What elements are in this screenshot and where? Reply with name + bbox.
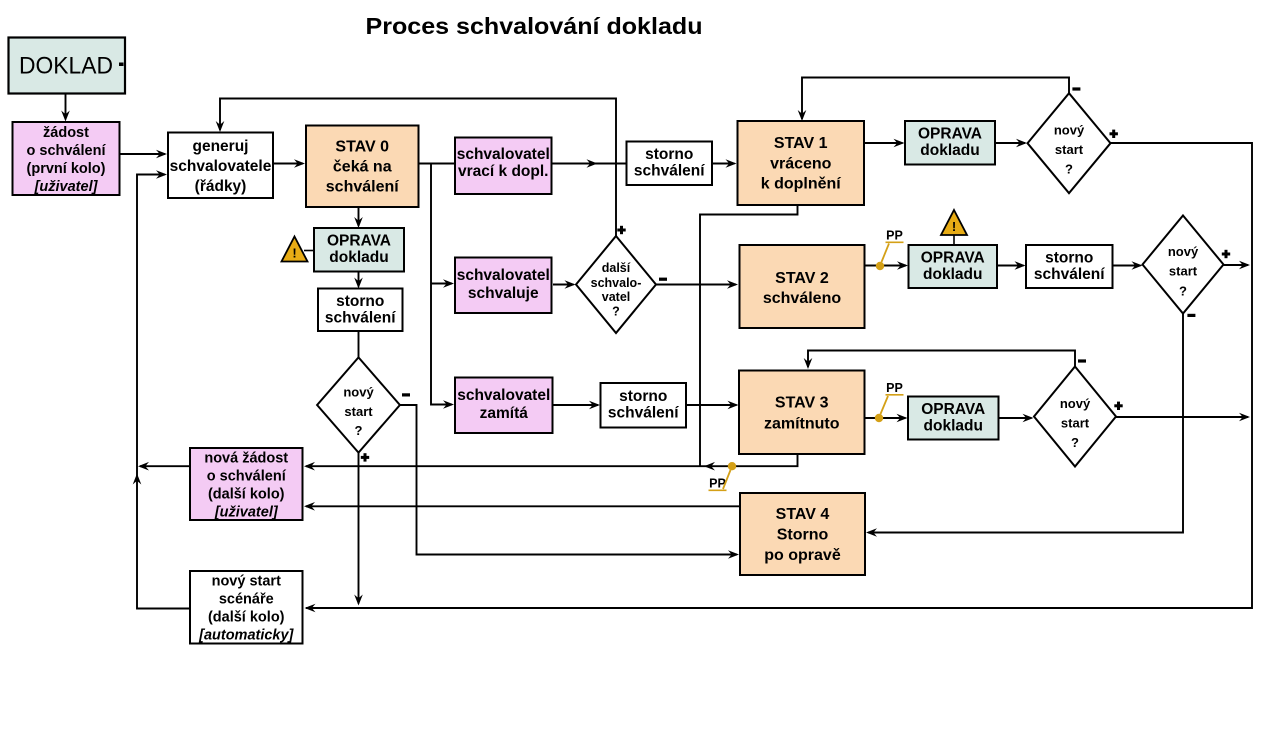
svg-text:vrací k dopl.: vrací k dopl. [458, 163, 548, 180]
svg-text:storno: storno [619, 388, 667, 405]
svg-text:vatel: vatel [602, 290, 631, 304]
svg-text:schvalovatel: schvalovatel [457, 267, 550, 284]
svg-text:schvalo-: schvalo- [591, 276, 642, 290]
svg-text:(první kolo): (první kolo) [27, 161, 106, 177]
svg-text:?: ? [1179, 284, 1187, 299]
svg-text:nový: nový [343, 385, 374, 400]
svg-text:start: start [344, 404, 373, 419]
svg-text:[automaticky]: [automaticky] [198, 628, 294, 644]
svg-text:(další kolo): (další kolo) [208, 487, 285, 503]
svg-text:nový: nový [1060, 396, 1091, 411]
svg-text:!: ! [292, 246, 296, 261]
svg-text:schváleno: schváleno [763, 290, 841, 307]
svg-text:schválení: schválení [1034, 266, 1105, 283]
svg-text:OPRAVA: OPRAVA [918, 126, 982, 143]
svg-text:?: ? [612, 305, 620, 319]
svg-text:PP: PP [886, 381, 903, 395]
svg-text:po opravě: po opravě [764, 547, 841, 564]
svg-text:storno: storno [1045, 250, 1093, 267]
svg-text:schválení: schválení [325, 310, 396, 327]
svg-text:o schválení: o schválení [207, 469, 287, 485]
svg-text:zamítnuto: zamítnuto [764, 416, 840, 433]
svg-text:k doplnění: k doplnění [761, 176, 842, 193]
svg-text:Storno: Storno [777, 527, 829, 544]
svg-text:nový: nový [1168, 244, 1199, 259]
svg-text:storno: storno [336, 293, 384, 310]
svg-text:OPRAVA: OPRAVA [921, 250, 985, 267]
svg-text:schvaluje: schvaluje [468, 285, 539, 302]
svg-text:PP: PP [886, 229, 903, 243]
svg-text:čeká na: čeká na [333, 159, 392, 176]
svg-text:STAV 3: STAV 3 [775, 395, 829, 412]
svg-text:Proces schvalování dokladu: Proces schvalování dokladu [366, 13, 703, 39]
svg-text:?: ? [1071, 435, 1079, 450]
svg-text:(další kolo): (další kolo) [208, 610, 285, 626]
svg-text:vráceno: vráceno [770, 156, 832, 173]
svg-text:schválení: schválení [608, 405, 679, 422]
svg-text:STAV 1: STAV 1 [774, 135, 828, 152]
svg-text:schvalovatel: schvalovatel [457, 146, 550, 163]
svg-text:zamítá: zamítá [480, 405, 529, 422]
svg-text:nový start: nový start [212, 574, 281, 590]
svg-text:nová žádost: nová žádost [204, 451, 288, 467]
svg-text:DOKLAD: DOKLAD [19, 53, 113, 80]
svg-text:o schválení: o schválení [27, 143, 107, 159]
svg-text:další: další [602, 261, 631, 275]
svg-text:start: start [1061, 416, 1090, 431]
svg-text:dokladu: dokladu [924, 418, 983, 435]
svg-text:PP: PP [709, 477, 726, 491]
svg-text:generuj: generuj [193, 138, 249, 155]
svg-text:start: start [1169, 264, 1198, 279]
svg-text:žádost: žádost [43, 125, 89, 141]
svg-text:nový: nový [1054, 123, 1085, 138]
svg-text:[uživatel]: [uživatel] [34, 179, 99, 195]
svg-text:dokladu: dokladu [329, 249, 388, 266]
svg-text:STAV 4: STAV 4 [776, 506, 830, 523]
svg-text:scénáře: scénáře [219, 592, 274, 608]
svg-text:?: ? [355, 423, 363, 438]
svg-text:OPRAVA: OPRAVA [327, 233, 391, 250]
svg-text:(řádky): (řádky) [195, 178, 247, 195]
svg-text:[uživatel]: [uživatel] [214, 505, 279, 521]
svg-text:dokladu: dokladu [920, 142, 979, 159]
svg-text:STAV 2: STAV 2 [775, 270, 829, 287]
svg-text:OPRAVA: OPRAVA [921, 401, 985, 418]
svg-text:schválení: schválení [634, 163, 705, 180]
svg-text:schválení: schválení [326, 179, 399, 196]
svg-text:schvalovatele: schvalovatele [170, 158, 272, 175]
svg-text:!: ! [952, 219, 956, 234]
svg-text:dokladu: dokladu [923, 266, 982, 283]
svg-text:?: ? [1065, 162, 1073, 177]
svg-text:STAV 0: STAV 0 [335, 139, 389, 156]
svg-text:storno: storno [645, 146, 693, 163]
svg-text:start: start [1055, 142, 1084, 157]
svg-text:schvalovatel: schvalovatel [457, 387, 550, 404]
